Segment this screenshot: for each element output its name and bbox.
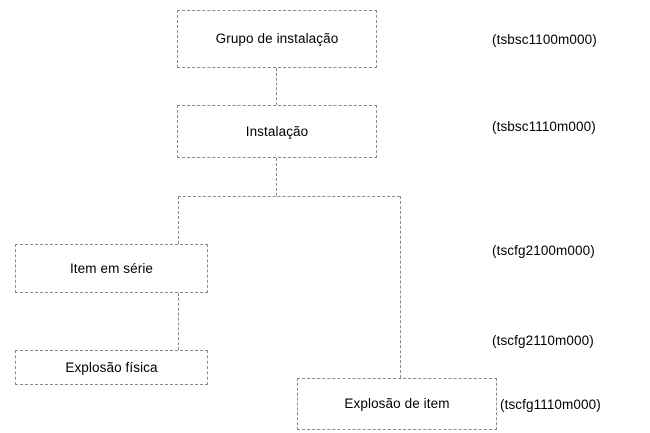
node-explosao-item-label: Explosão de item [344, 396, 450, 412]
node-item-serie-label: Item em série [69, 260, 154, 276]
node-instalacao[interactable]: Instalação [177, 105, 377, 158]
node-explosao-fisica-label: Explosão física [65, 359, 158, 375]
edge-rail-to-item-serie [178, 196, 179, 244]
edge-item-serie-to-explosao-fisica [178, 293, 179, 350]
code-explosao-fisica: (tscfg2110m000) [492, 333, 594, 348]
edge-instalacao-stem [276, 158, 277, 196]
node-explosao-item[interactable]: Explosão de item [297, 378, 497, 430]
edge-instalacao-branch-rail [178, 196, 400, 197]
code-grupo-instalacao: (tsbsc1100m000) [492, 32, 597, 47]
code-item-serie: (tscfg2100m000) [492, 243, 595, 258]
code-explosao-item: (tscfg1110m000) [500, 397, 601, 412]
node-explosao-fisica[interactable]: Explosão física [15, 350, 208, 385]
code-instalacao: (tsbsc1110m000) [492, 119, 596, 134]
edge-grupo-instalacao-to-instalacao [276, 68, 277, 105]
node-instalacao-label: Instalação [245, 123, 309, 139]
node-grupo-instalacao-label: Grupo de instalação [215, 31, 339, 47]
node-grupo-instalacao[interactable]: Grupo de instalação [177, 10, 377, 68]
node-item-serie[interactable]: Item em série [15, 244, 208, 293]
edge-rail-to-explosao-item [400, 196, 401, 378]
